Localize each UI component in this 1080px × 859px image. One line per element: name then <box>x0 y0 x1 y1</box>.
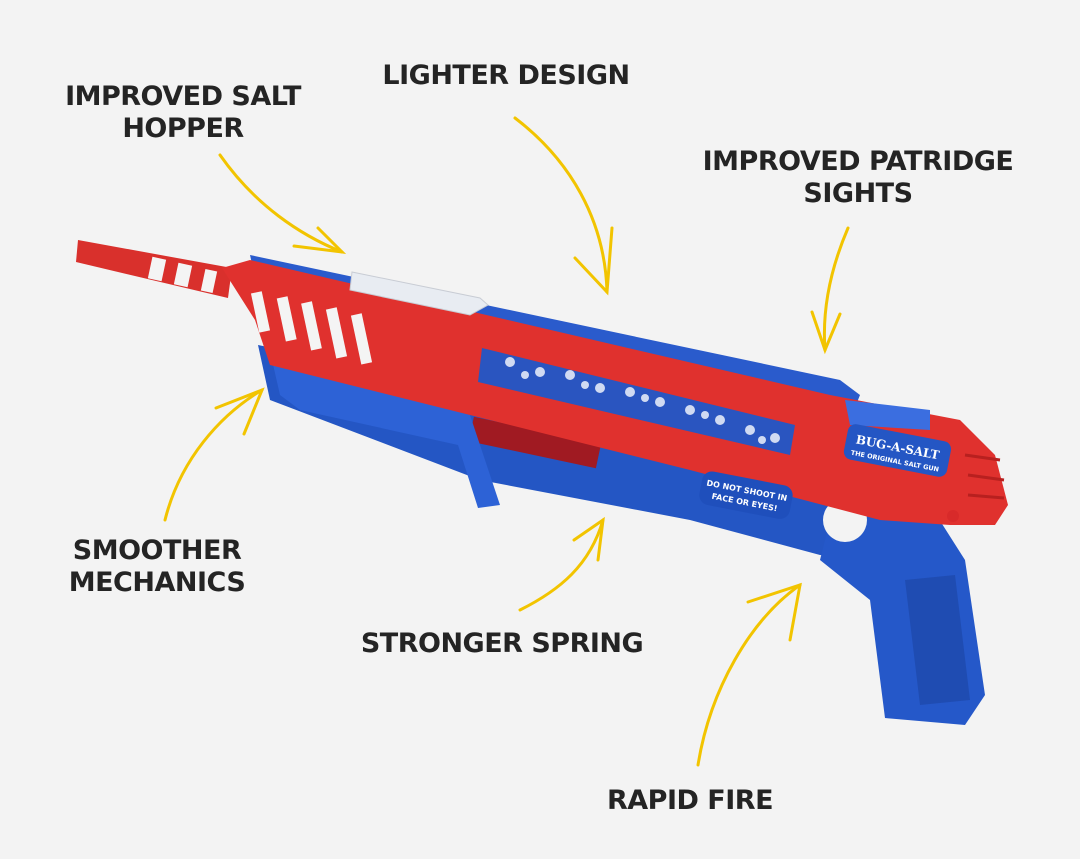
arrow-design-icon <box>513 116 614 296</box>
callout-line: SMOOTHER <box>72 535 242 566</box>
arrow-rapidfire-icon <box>696 582 802 767</box>
callout-line: MECHANICS <box>68 567 246 598</box>
safety-button <box>947 510 959 522</box>
salt-gun: BUG-A-SALT THE ORIGINAL SALT GUN DO NOT … <box>76 240 1008 725</box>
arrows <box>163 116 850 767</box>
callout-lighter-design: LIGHTER DESIGN <box>382 60 630 91</box>
salt-hopper <box>349 271 489 316</box>
arrow-sights-icon <box>810 226 850 355</box>
callout-line: IMPROVED SALT <box>65 81 301 112</box>
callout-stronger-spring: STRONGER SPRING <box>360 628 644 659</box>
sights <box>845 400 930 430</box>
callout-patridge-sights: IMPROVED PATRIDGE SIGHTS <box>703 146 1014 210</box>
callout-smoother-mechanics: SMOOTHER MECHANICS <box>69 535 246 599</box>
callout-line: IMPROVED PATRIDGE <box>702 146 1014 177</box>
callout-rapid-fire: RAPID FIRE <box>606 785 774 816</box>
callout-line: HOPPER <box>122 113 244 144</box>
arrow-spring-icon <box>518 516 605 612</box>
stars-panel <box>478 348 795 455</box>
callout-salt-hopper: IMPROVED SALT HOPPER <box>65 81 301 145</box>
arrow-mechanics-icon <box>163 387 265 522</box>
arrow-hopper-icon <box>218 153 347 255</box>
callout-line: SIGHTS <box>803 178 913 209</box>
forend <box>272 360 500 508</box>
warning-badge: DO NOT SHOOT IN FACE OR EYES! <box>699 471 793 519</box>
